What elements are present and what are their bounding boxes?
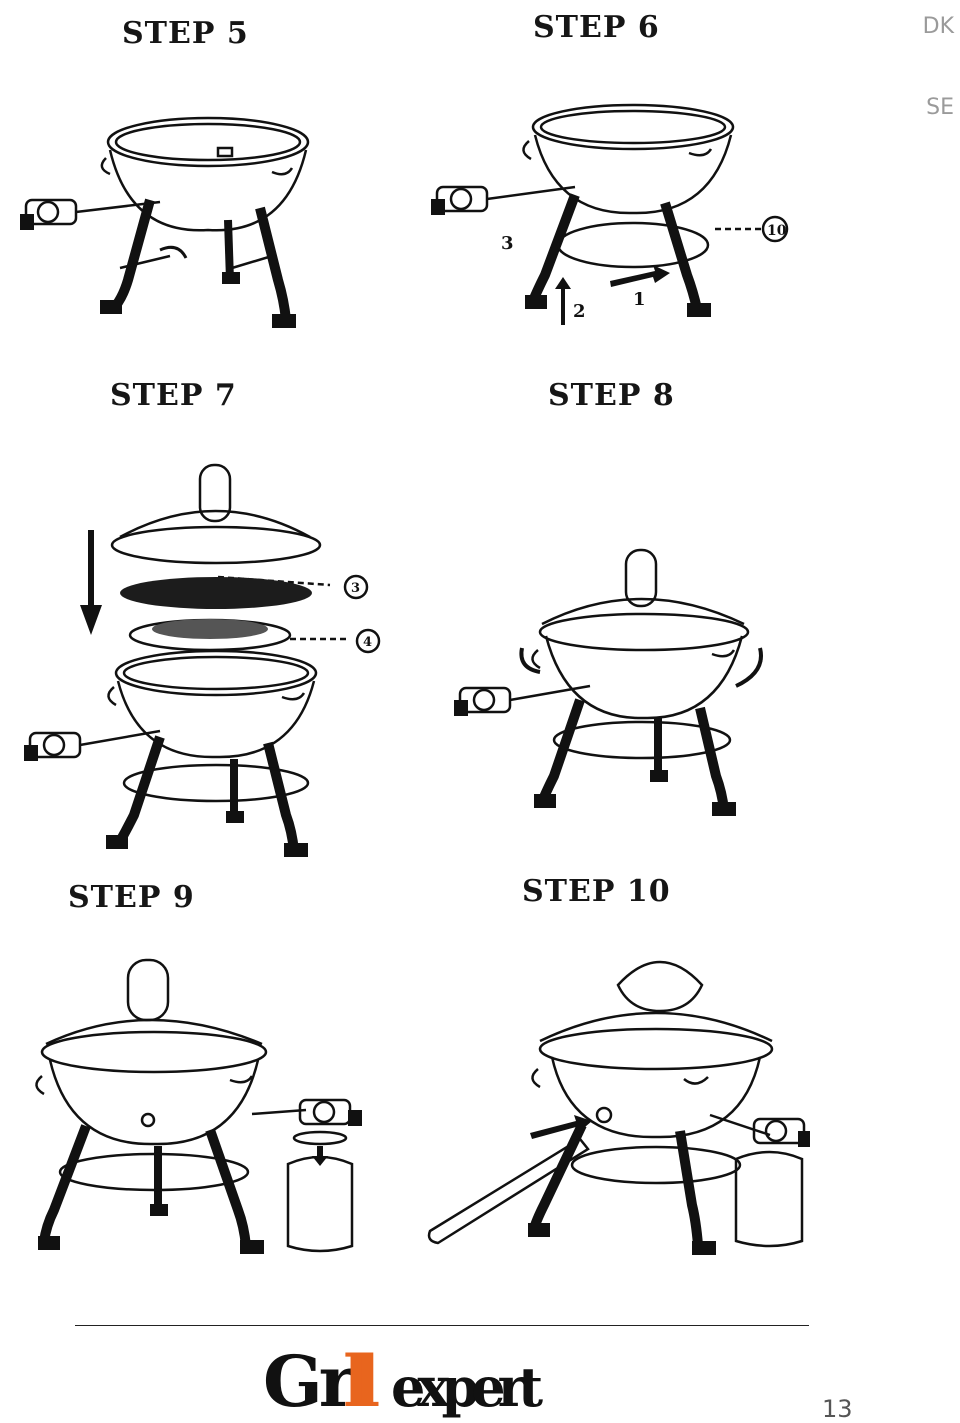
step-6-label: STEP 6 [533, 10, 660, 45]
step-10-label: STEP 10 [522, 874, 671, 909]
step-5-label: STEP 5 [122, 16, 249, 51]
step-7-label: STEP 7 [110, 378, 237, 413]
arrow-label-3: 3 [501, 233, 514, 254]
footer-rule [75, 1325, 809, 1326]
brand-name-part2: ll [343, 1340, 379, 1420]
arrow-label-1: 1 [633, 289, 646, 310]
callout-3: 3 [351, 581, 360, 596]
callout-10: 10 [767, 223, 787, 239]
step-7-illustration: 3 4 [24, 463, 381, 857]
lang-tag-dk: DK [922, 14, 954, 39]
step-8-illustration [454, 548, 763, 816]
page-number: 13 [822, 1395, 853, 1423]
step-9-label: STEP 9 [68, 880, 195, 915]
grillexpert-logo: Gr ll expert [263, 1340, 551, 1420]
lang-tag-se: SE [926, 95, 954, 120]
brand-name-part1: Gr [263, 1340, 357, 1420]
step-8-label: STEP 8 [548, 378, 675, 413]
step-9-illustration [35, 958, 362, 1254]
arrow-label-2: 2 [573, 301, 586, 322]
brand-name-part3: expert [391, 1355, 543, 1419]
callout-4: 4 [363, 635, 372, 650]
step-6-illustration: 10 1 2 3 [431, 103, 789, 325]
step-10-illustration [427, 960, 810, 1255]
step-5-illustration [20, 116, 310, 328]
